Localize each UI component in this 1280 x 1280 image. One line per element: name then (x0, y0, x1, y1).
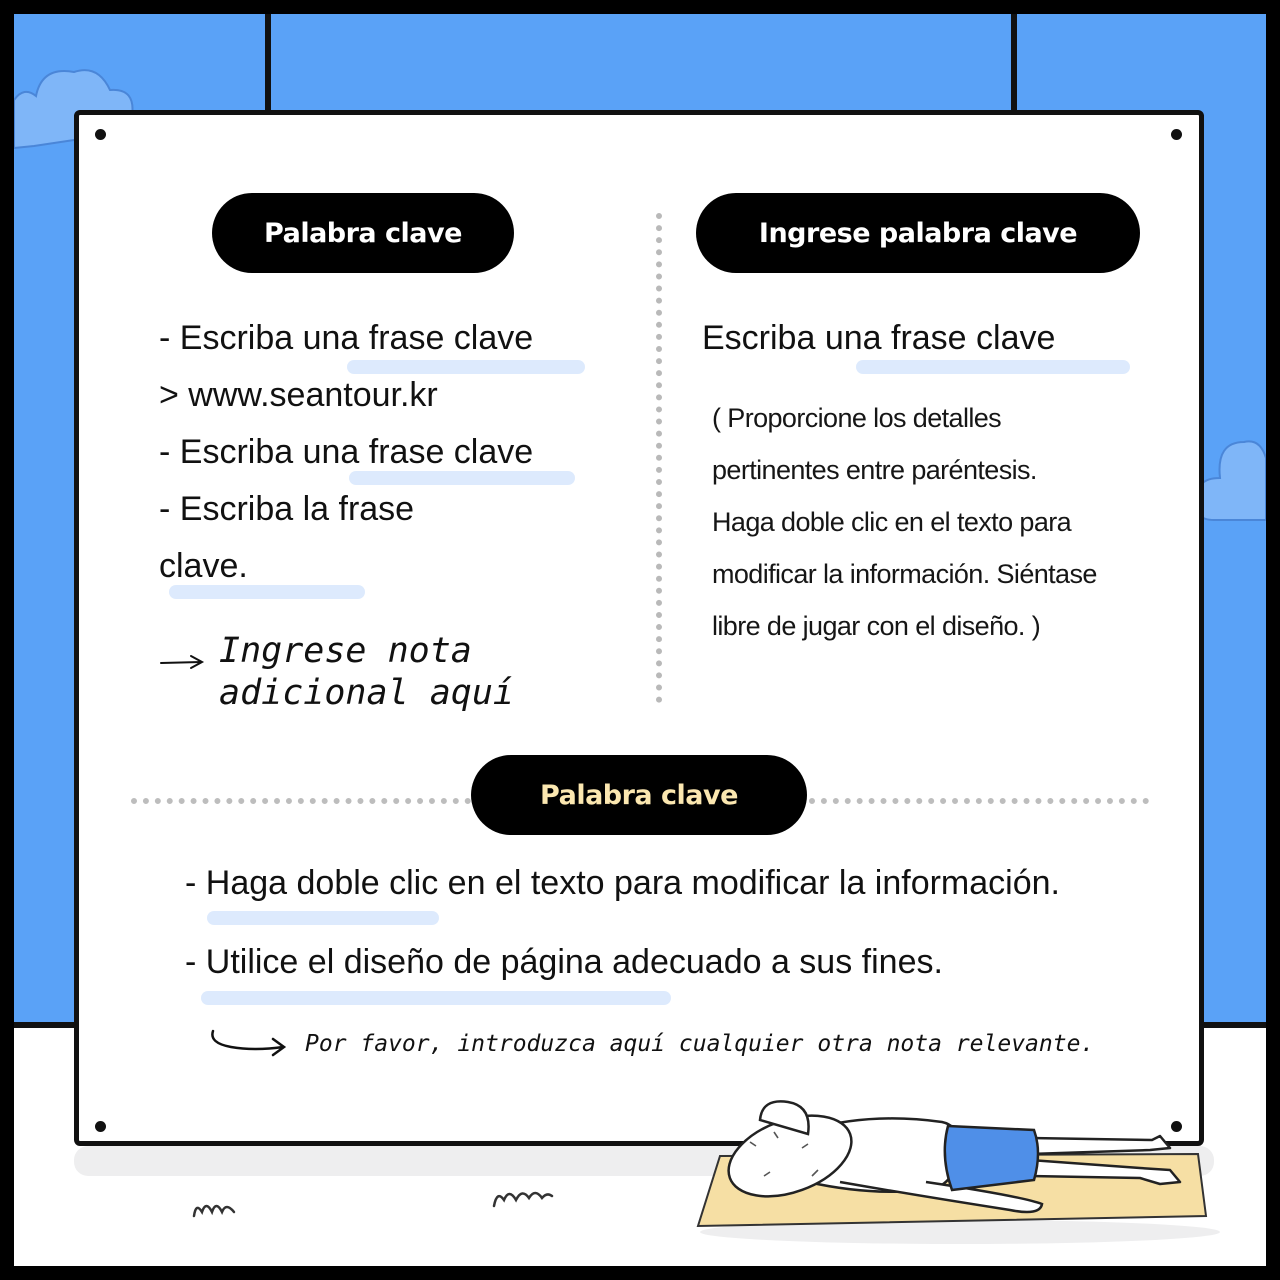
highlight-mark (169, 585, 365, 599)
pin (1171, 129, 1182, 140)
bottom-line-2: - Utilice el diseño de página adecuado a… (185, 943, 943, 981)
right-heading: Escriba una frase clave (702, 319, 1056, 357)
keyword-pill-left: Palabra clave (212, 193, 514, 273)
vertical-divider (656, 213, 662, 703)
bottom-line-1: - Haga doble clic en el texto para modif… (185, 864, 1060, 902)
left-line-3: - Escriba una frase clave (159, 433, 534, 471)
highlight-mark (347, 360, 585, 374)
grass-tuft-icon (492, 1191, 554, 1208)
pin (95, 129, 106, 140)
right-detail-4: modificar la información. Siéntase (712, 559, 1097, 589)
highlight-mark (201, 991, 671, 1005)
left-line-4: - Escriba la frase (159, 490, 415, 528)
wall-panel-line-left (265, 14, 271, 118)
horizontal-divider-left (131, 798, 471, 804)
cloud-icon (1196, 440, 1266, 521)
left-line-2: > www.seantour.kr (159, 376, 438, 414)
keyword-pill-right: Ingrese palabra clave (696, 193, 1140, 273)
scene: Palabra clave - Escriba una frase clave … (14, 14, 1266, 1266)
additional-note-line-1: Ingrese nota (219, 631, 472, 671)
arrow-right-icon (160, 655, 205, 669)
additional-note-line-2: adicional aquí (219, 673, 515, 713)
left-line-1: - Escriba una frase clave (159, 319, 534, 357)
highlight-mark (856, 360, 1130, 374)
pin (95, 1121, 106, 1132)
curved-arrow-icon (211, 1029, 287, 1057)
highlight-mark (349, 471, 575, 485)
sunbather-illustration (696, 1100, 1220, 1244)
keyword-pill-bottom: Palabra clave (471, 755, 807, 835)
right-detail-2: pertinentes entre paréntesis. (712, 455, 1037, 485)
right-detail-1: ( Proporcione los detalles (712, 403, 1002, 433)
right-detail-5: libre de jugar con el diseño. ) (712, 611, 1041, 641)
grass-tuft-icon (192, 1204, 236, 1218)
pin (1171, 1121, 1182, 1132)
notice-board: Palabra clave - Escriba una frase clave … (74, 110, 1204, 1146)
wall-panel-line-right (1011, 14, 1017, 118)
highlight-mark (207, 911, 439, 925)
horizontal-divider-right (809, 798, 1149, 804)
right-detail-3: Haga doble clic en el texto para (712, 507, 1072, 537)
relevant-note: Por favor, introduzca aquí cualquier otr… (305, 1031, 1095, 1057)
left-line-5: clave. (159, 547, 248, 585)
